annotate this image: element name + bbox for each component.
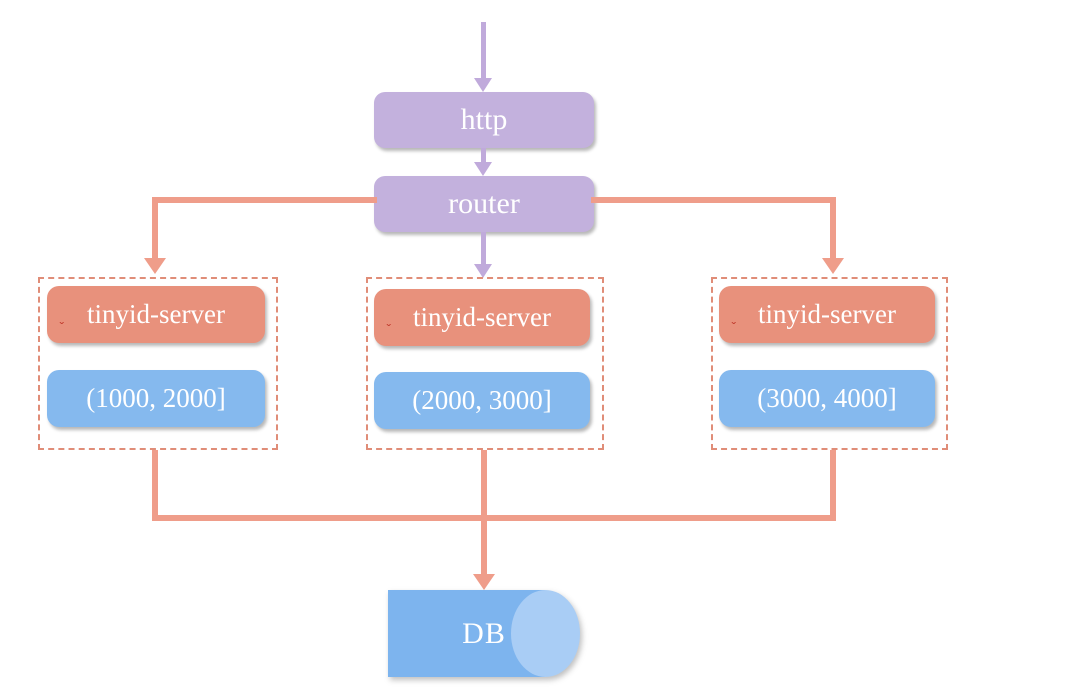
database-cap-ellipse [510, 590, 580, 677]
server-group-1 [38, 277, 278, 450]
database-label-wrap: DB [388, 590, 580, 677]
router-to-server1-arrowhead [144, 258, 166, 274]
server-3-spellcheck-caret-icon: ˇ [730, 320, 738, 334]
db-bus-horizontal [152, 515, 836, 521]
router-to-server3-horizontal [591, 197, 836, 203]
database-node[interactable]: DB [388, 590, 580, 677]
router-to-server1-horizontal [152, 197, 377, 203]
router-node-label: router [448, 187, 520, 220]
server-2-label: tinyid-server [413, 302, 551, 332]
server-3-node[interactable]: tinyid-server [719, 286, 935, 343]
server-3-range-node[interactable]: (3000, 4000] [719, 370, 935, 427]
server2-to-db-vertical [481, 450, 487, 578]
router-to-server1-vertical [152, 197, 158, 262]
server-3-range-label: (3000, 4000] [757, 383, 897, 413]
server-1-spellcheck-caret-icon: ˇ [58, 320, 66, 334]
incoming-request-line [481, 22, 486, 80]
server-2-spellcheck-caret-icon: ˇ [385, 322, 393, 336]
router-to-server3-arrowhead [822, 258, 844, 274]
router-to-server2-line [481, 232, 486, 266]
server-2-node[interactable]: tinyid-server [374, 289, 590, 346]
server-2-range-node[interactable]: (2000, 3000] [374, 372, 590, 429]
server-1-label: tinyid-server [87, 299, 225, 329]
http-node[interactable]: http [374, 92, 594, 148]
server-2-range-label: (2000, 3000] [412, 385, 552, 415]
database-label: DB [462, 616, 506, 650]
db-arrowhead [473, 574, 495, 590]
http-to-router-line [481, 148, 486, 164]
server-1-node[interactable]: tinyid-server [47, 286, 265, 343]
server3-to-db-vertical [830, 450, 836, 518]
server-1-range-node[interactable]: (1000, 2000] [47, 370, 265, 427]
router-node[interactable]: router [374, 176, 594, 232]
server-group-3 [711, 277, 948, 450]
server-group-2 [366, 277, 604, 450]
server-1-range-label: (1000, 2000] [86, 383, 226, 413]
incoming-request-arrowhead [474, 78, 492, 92]
server1-to-db-vertical [152, 450, 158, 518]
router-to-server3-vertical [830, 197, 836, 262]
http-to-router-arrowhead [474, 162, 492, 176]
http-node-label: http [460, 103, 508, 136]
server-3-label: tinyid-server [758, 299, 896, 329]
router-to-server2-arrowhead [474, 264, 492, 278]
